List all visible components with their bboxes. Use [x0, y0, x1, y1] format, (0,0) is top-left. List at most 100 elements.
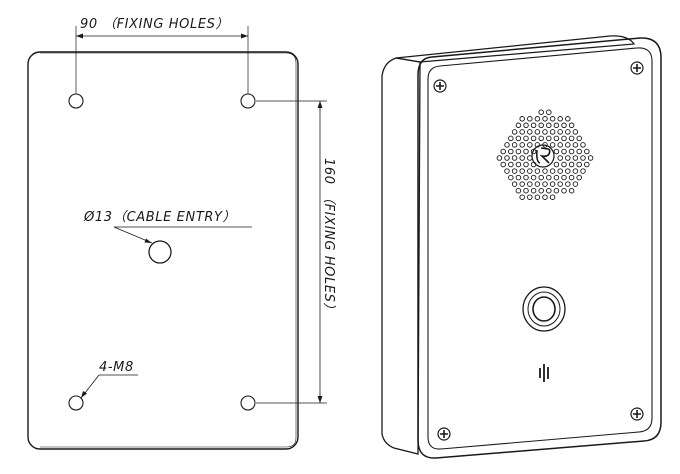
- speaker-hole: [572, 181, 579, 187]
- speaker-hole: [527, 116, 533, 122]
- screw-callout: 4-M8: [80, 360, 138, 399]
- fixing-hole-top-left: [68, 93, 84, 109]
- speaker-hole: [530, 135, 537, 142]
- speaker-hole: [515, 161, 522, 168]
- phillips-screw-icon: [630, 407, 644, 421]
- phillips-screw-icon: [437, 427, 451, 441]
- speaker-hole: [568, 174, 575, 181]
- speaker-hole: [542, 181, 548, 187]
- speaker-hole: [553, 187, 560, 194]
- speaker-hole: [561, 174, 567, 181]
- speaker-hole: [508, 161, 514, 168]
- speaker-hole: [542, 168, 548, 174]
- speaker-hole: [561, 148, 567, 155]
- speaker-hole: [549, 142, 556, 148]
- speaker-hole: [561, 135, 567, 142]
- speaker-hole: [546, 122, 552, 129]
- speaker-hole: [527, 129, 533, 135]
- speaker-hole: [515, 122, 522, 129]
- speaker-hole: [568, 122, 575, 129]
- speaker-hole: [557, 155, 563, 161]
- speaker-hole: [519, 155, 525, 161]
- speaker-hole: [504, 142, 510, 148]
- speaker-hole: [568, 135, 575, 142]
- speaker-hole: [584, 148, 590, 155]
- speaker-hole: [549, 116, 556, 122]
- speaker-hole: [576, 148, 582, 155]
- speaker-hole: [542, 194, 548, 200]
- speaker-hole: [534, 181, 541, 187]
- fixing-hole-bottom-right: [240, 395, 256, 411]
- fixing-hole-bottom-left: [68, 395, 84, 411]
- fixing-hole-top-right: [240, 93, 256, 109]
- speaker-hole: [587, 155, 594, 161]
- speaker-hole: [576, 161, 582, 168]
- speaker-hole: [500, 161, 506, 168]
- speaker-hole: [519, 142, 525, 148]
- speaker-hole: [565, 181, 571, 187]
- speaker-hole: [515, 174, 522, 181]
- speaker-hole: [557, 129, 563, 135]
- speaker-hole: [584, 161, 590, 168]
- speaker-hole: [511, 129, 518, 135]
- speaker-hole: [553, 174, 560, 181]
- speaker-hole: [542, 129, 548, 135]
- speaker-hole: [553, 122, 560, 129]
- speaker-hole: [549, 168, 556, 174]
- speaker-hole: [523, 161, 529, 168]
- speaker-hole: [565, 129, 571, 135]
- cable-entry-callout: Ø13 （CABLE ENTRY）: [83, 209, 252, 244]
- speaker-hole: [565, 142, 571, 148]
- speaker-hole: [530, 187, 537, 194]
- dimension-height-note: （FIXING HOLES）: [321, 190, 337, 316]
- speaker-hole: [546, 187, 552, 194]
- speaker-hole: [523, 174, 529, 181]
- speaker-hole: [549, 129, 556, 135]
- speaker-hole: [527, 181, 533, 187]
- speaker-hole: [549, 194, 556, 200]
- speaker-hole: [572, 129, 579, 135]
- microphone-icon: [539, 364, 549, 382]
- speaker-hole: [542, 116, 548, 122]
- speaker-hole: [508, 135, 514, 142]
- speaker-hole: [549, 181, 556, 187]
- screw-callout-label: 4-M8: [99, 360, 134, 375]
- speaker-hole: [553, 135, 560, 142]
- housing-front-face: [417, 37, 662, 459]
- speaker-hole: [523, 135, 529, 142]
- speaker-hole: [568, 187, 575, 194]
- speaker-hole: [538, 109, 544, 115]
- speaker-hole: [557, 168, 563, 174]
- dimension-height: 160 （FIXING HOLES）: [256, 100, 337, 404]
- speaker-hole: [561, 161, 567, 168]
- speaker-hole: [572, 155, 579, 161]
- cable-entry-note: （CABLE ENTRY）: [113, 209, 236, 225]
- speaker-hole: [565, 155, 571, 161]
- speaker-hole: [538, 122, 544, 129]
- speaker-hole: [565, 116, 571, 122]
- speaker-hole: [511, 168, 518, 174]
- speaker-hole: [538, 174, 544, 181]
- speaker-hole: [565, 168, 571, 174]
- cable-entry-diameter: Ø13: [83, 210, 113, 225]
- rear-view: 90 （FIXING HOLES） 160 （FIXING HOLES） Ø13…: [27, 16, 337, 450]
- speaker-hole: [519, 168, 525, 174]
- speaker-hole: [557, 181, 563, 187]
- speaker-hole: [504, 168, 510, 174]
- speaker-hole: [538, 187, 544, 194]
- speaker-hole: [511, 181, 518, 187]
- speaker-hole: [561, 122, 567, 129]
- speaker-hole: [534, 129, 541, 135]
- dimension-height-value: 160: [321, 158, 336, 185]
- speaker-hole: [553, 161, 560, 168]
- speaker-hole: [530, 174, 537, 181]
- speaker-hole: [523, 148, 529, 155]
- dimension-width-note: （FIXING HOLES）: [103, 16, 229, 32]
- dimension-width: 90 （FIXING HOLES）: [75, 16, 249, 94]
- speaker-hole: [515, 135, 522, 142]
- speaker-hole: [534, 116, 541, 122]
- speaker-hole: [519, 194, 525, 200]
- housing-top-edge: [395, 35, 636, 63]
- speaker-hole: [568, 148, 575, 155]
